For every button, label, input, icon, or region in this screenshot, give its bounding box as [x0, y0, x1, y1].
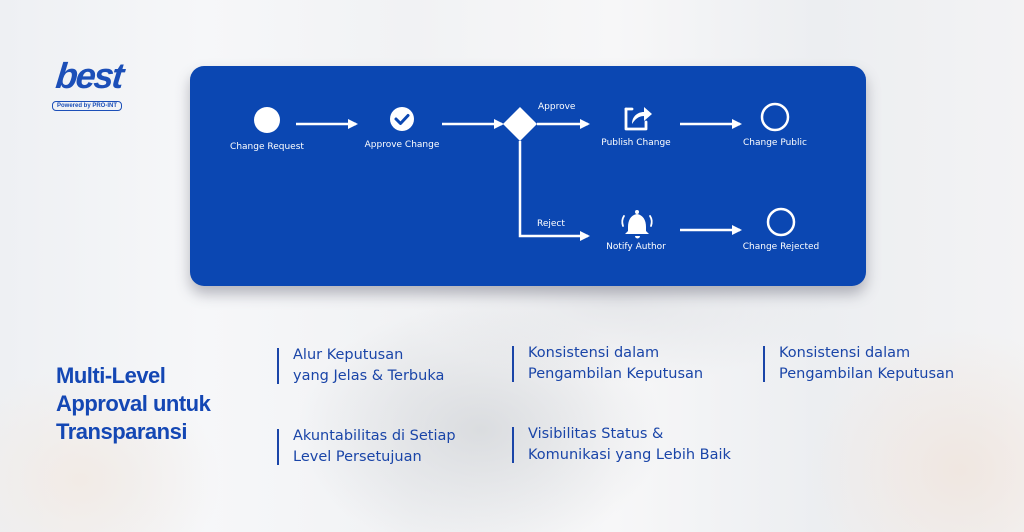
- feature-item-clear-decision-flow: Alur Keputusan yang Jelas & Terbuka: [277, 345, 444, 387]
- bell-icon: [621, 210, 653, 239]
- start-node-icon: [254, 107, 280, 133]
- headline-line-3: Transparansi: [56, 419, 187, 444]
- edge-label-reject: Reject: [537, 219, 565, 229]
- end-node-public-icon: [760, 102, 790, 132]
- node-label-notify-author: Notify Author: [606, 242, 666, 252]
- feature-line-2: Komunikasi yang Lebih Baik: [528, 447, 731, 463]
- share-icon: [624, 107, 652, 131]
- feature-line-2: yang Jelas & Terbuka: [293, 368, 445, 384]
- brand-logo: best Powered by PRO-INT: [52, 55, 128, 111]
- feature-line-2: Pengambilan Keputusan: [528, 366, 704, 382]
- feature-item-accountability: Akuntabilitas di Setiap Level Persetujua…: [277, 426, 456, 468]
- feature-line-2: Pengambilan Keputusan: [779, 366, 955, 382]
- headline: Multi-Level Approval untuk Transparansi: [56, 362, 266, 446]
- check-circle-icon: [390, 107, 414, 131]
- feature-line-2: Level Persetujuan: [293, 449, 422, 465]
- node-label-change-request: Change Request: [230, 142, 304, 152]
- feature-item-status-visibility: Visibilitas Status & Komunikasi yang Leb…: [512, 424, 731, 466]
- workflow-diagram-graphics: [254, 102, 796, 241]
- node-label-publish-change: Publish Change: [601, 138, 671, 148]
- feature-line-1: Konsistensi dalam: [528, 345, 660, 361]
- node-label-change-public: Change Public: [743, 138, 807, 148]
- feature-line-1: Konsistensi dalam: [779, 345, 911, 361]
- feature-line-1: Alur Keputusan: [293, 347, 404, 363]
- end-node-rejected-icon: [766, 207, 796, 237]
- decision-diamond-icon: [503, 107, 537, 141]
- feature-item-decision-consistency-duplicate: Konsistensi dalam Pengambilan Keputusan: [763, 343, 954, 385]
- arrow-decision-reject: [518, 141, 590, 241]
- headline-line-1: Multi-Level: [56, 363, 166, 388]
- headline-line-2: Approval untuk: [56, 391, 211, 416]
- logo-wordmark: best: [53, 55, 125, 96]
- feature-line-1: Visibilitas Status &: [528, 426, 664, 442]
- node-label-approve-change: Approve Change: [364, 140, 440, 150]
- workflow-diagram-card: Change Request Approve Change Approve Pu…: [190, 66, 866, 286]
- node-label-change-rejected: Change Rejected: [742, 242, 820, 252]
- feature-item-decision-consistency: Konsistensi dalam Pengambilan Keputusan: [512, 343, 703, 385]
- edge-label-approve: Approve: [538, 102, 576, 112]
- logo-tagline: Powered by PRO-INT: [52, 101, 123, 111]
- feature-line-1: Akuntabilitas di Setiap: [293, 428, 456, 444]
